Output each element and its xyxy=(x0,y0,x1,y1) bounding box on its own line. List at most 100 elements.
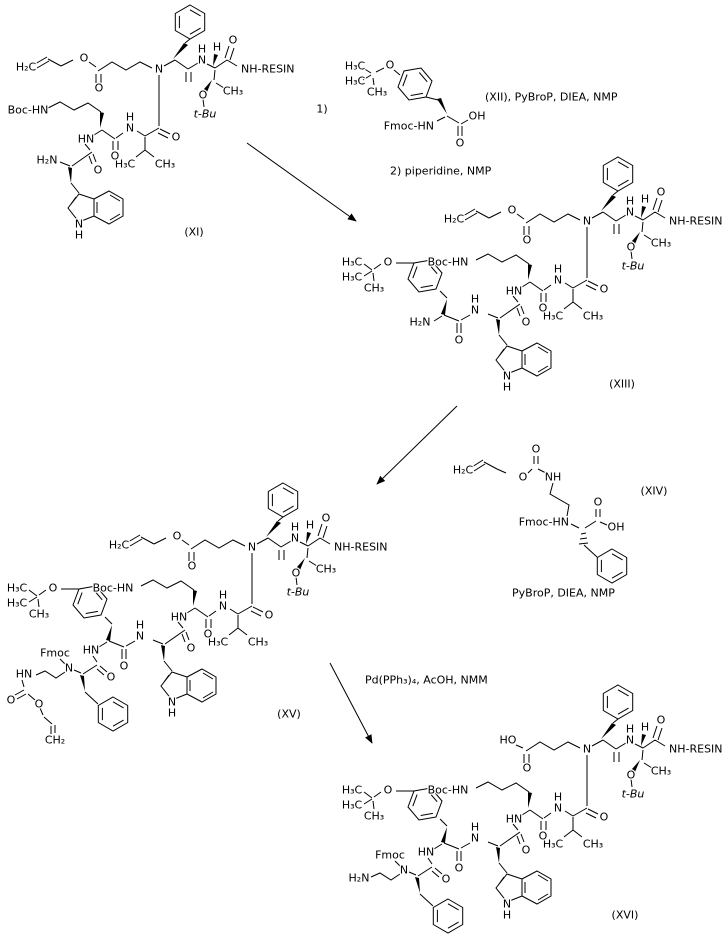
atom-o: O xyxy=(455,334,464,347)
atom-ch3: CH₃ xyxy=(651,765,671,778)
atom-n: N xyxy=(155,63,163,76)
atom-n: N xyxy=(583,743,591,756)
atom-n: N xyxy=(554,274,562,287)
fmoc-hn-label: Fmoc-HN xyxy=(519,516,569,529)
atom-h: H xyxy=(306,519,314,532)
benzyl-ring xyxy=(596,548,628,584)
atom-o: O xyxy=(456,137,465,150)
boc-label: Boc-HN xyxy=(428,256,469,269)
structure-xiv: H₂C O O NH Fmoc-HN O OH (XIV) PyBroP, DI… xyxy=(452,441,669,601)
atom-hn: HN xyxy=(171,611,188,624)
indole-h: H xyxy=(168,707,176,720)
atom-h3c: H₃C xyxy=(115,158,136,171)
atom-hn: HN xyxy=(418,846,435,859)
atom-h3c: H₃C xyxy=(345,60,366,73)
atom-h3c: H₃C xyxy=(342,256,363,269)
atom-h3c: H₃C xyxy=(345,75,366,88)
atom-h: H xyxy=(471,821,479,834)
atom-h3c: H₃C xyxy=(208,636,229,649)
structure-xvi: HO O N H N H O NH-RESIN O t-Bu CH₃ O H N… xyxy=(341,685,724,933)
step1-reagents: (XII), PyBroP, DIEA, NMP xyxy=(485,91,618,104)
atom-o: O xyxy=(229,34,238,47)
tbu-label: t-Bu xyxy=(287,586,310,599)
indole-n: N xyxy=(168,696,176,709)
compound-label-xvi: (XVI) xyxy=(612,909,639,922)
atom-o: O xyxy=(523,762,532,775)
atom-h: H xyxy=(554,791,562,804)
reaction-arrow-2 xyxy=(376,405,458,485)
atom-h3c: H₃C xyxy=(543,838,564,851)
atom-o: O xyxy=(384,256,393,269)
atom-h: H xyxy=(219,589,227,602)
atom-o: O xyxy=(188,560,197,573)
atom-ch3: CH₃ xyxy=(651,237,671,250)
atom-n: N xyxy=(626,206,634,219)
atom-ch3: CH₃ xyxy=(583,838,603,851)
atom-ch3: CH₃ xyxy=(583,310,603,323)
structure-xiii: H₂C O O N H N H O NH-RESIN O t-Bu CH₃ O … xyxy=(341,157,724,395)
atom-hn: HN xyxy=(506,813,523,826)
atom-o: O xyxy=(80,52,89,65)
atom-o: O xyxy=(173,530,182,543)
atom-o: O xyxy=(172,131,181,144)
atom-h2c: H₂C xyxy=(453,464,474,477)
atom-h3c: H₃C xyxy=(7,582,28,595)
atom-ho: HO xyxy=(500,734,517,747)
atom-h: H xyxy=(291,521,299,534)
carboxylic-acid-bonds xyxy=(515,744,524,749)
structure-xv: H₂C O O N H N H O NH-RESIN O t-Bu CH₃ O … xyxy=(5,483,389,748)
atom-o: O xyxy=(120,660,129,673)
atom-h3c: H₃C xyxy=(342,784,363,797)
atom-h3c: H₃C xyxy=(342,271,363,284)
atom-o: O xyxy=(600,811,609,824)
resin-link-label: NH-RESIN xyxy=(241,63,295,76)
tbu-label: t-Bu xyxy=(194,108,217,121)
atom-n: N xyxy=(554,802,562,815)
atom-o: O xyxy=(519,471,528,484)
atom-o: O xyxy=(199,89,208,102)
atom-o: O xyxy=(187,642,196,655)
atom-o: O xyxy=(384,784,393,797)
atom-o: O xyxy=(522,316,531,329)
atom-ch3: CH₃ xyxy=(29,608,49,621)
atom-o: O xyxy=(95,82,104,95)
atom-h: H xyxy=(471,293,479,306)
resin-link-label: NH-RESIN xyxy=(334,541,388,554)
atom-ch3: CH₃ xyxy=(316,563,336,576)
atom-o: O xyxy=(7,694,16,707)
atom-n: N xyxy=(65,662,73,675)
atom-o: O xyxy=(455,862,464,875)
reaction-arrow-1 xyxy=(246,142,357,222)
indole-h: H xyxy=(503,909,511,922)
step2-reagents: 2) piperidine, NMP xyxy=(390,165,492,178)
atom-ch3: CH₃ xyxy=(223,85,243,98)
atom-h: H xyxy=(626,195,634,208)
step1-number: 1) xyxy=(316,103,327,116)
reaction-arrow-3 xyxy=(329,662,373,744)
fmoc-hn-label: Fmoc-HN xyxy=(384,120,434,133)
structure-xii: H₃C H₃C CH₃ O Fmoc-HN OH O xyxy=(344,57,487,151)
atom-o: O xyxy=(539,830,548,843)
boc-label: Boc-HN xyxy=(93,582,134,595)
atom-n: N xyxy=(126,122,134,135)
coupling2-reagents: PyBroP, DIEA, NMP xyxy=(512,587,615,600)
atom-hn: HN xyxy=(506,285,523,298)
atom-h2c: H₂C xyxy=(444,213,465,226)
compound-label-xiv: (XIV) xyxy=(641,485,668,498)
atom-h3c: H₃C xyxy=(342,799,363,812)
atom-h2n: H₂N xyxy=(349,872,370,885)
atom-h: H xyxy=(136,619,144,632)
structure-xi: H₂C O O N H N H O NH-RESIN O t-Bu CH₃ O … xyxy=(6,5,296,243)
atom-n: N xyxy=(248,541,256,554)
n-alkyl-phe-bonds xyxy=(371,858,463,933)
atom-o: O xyxy=(532,443,541,456)
indole-h: H xyxy=(503,381,511,394)
atom-h2c: H₂C xyxy=(16,61,37,74)
atom-n: N xyxy=(626,734,634,747)
atom-o: O xyxy=(522,844,531,857)
atom-n: N xyxy=(400,864,408,877)
atom-n: N xyxy=(198,54,206,67)
atom-o: O xyxy=(657,186,666,199)
